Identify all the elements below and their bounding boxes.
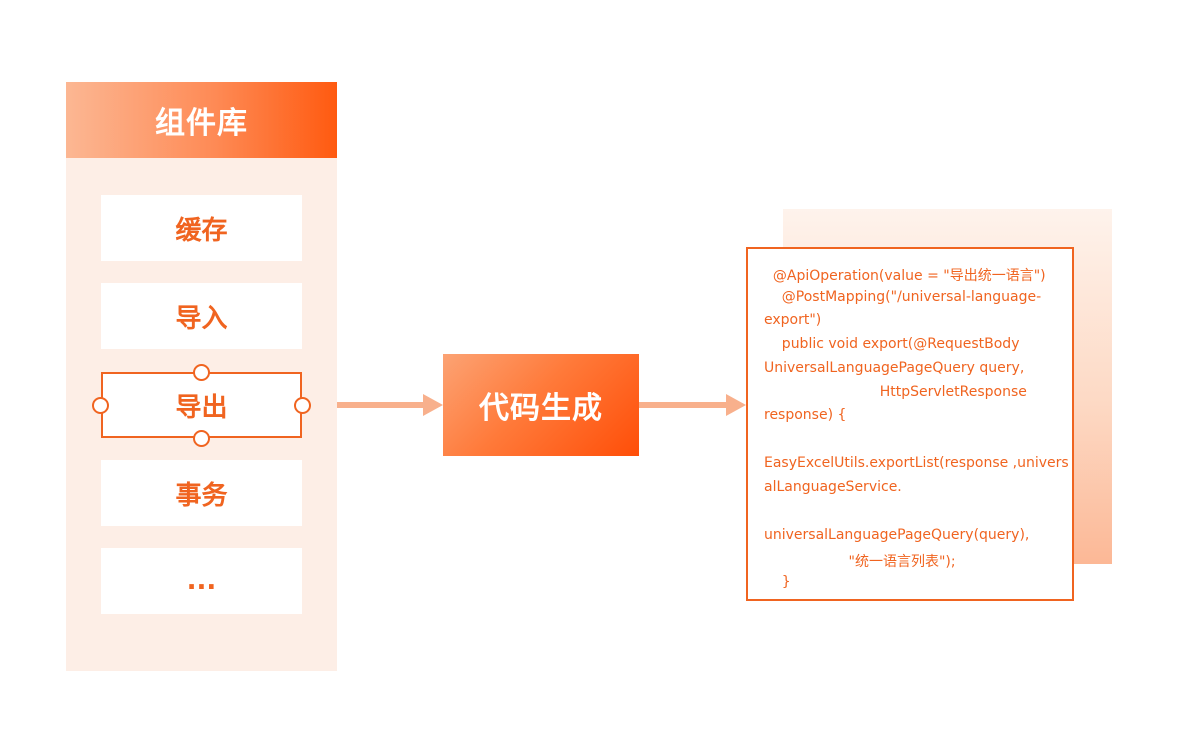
selection-handle-right[interactable] <box>294 397 311 414</box>
code-line: } <box>764 574 791 590</box>
code-line: @PostMapping("/universal-language- <box>764 289 1042 305</box>
code-line: @ApiOperation(value = "导出统一语言") <box>764 268 1046 284</box>
library-item-more[interactable]: ... <box>101 548 302 614</box>
code-generation-label: 代码生成 <box>479 391 603 426</box>
arrow-to-generator <box>337 394 443 416</box>
library-item-label: 导入 <box>175 303 228 334</box>
code-line: HttpServletResponse <box>764 384 1027 400</box>
library-item-import[interactable]: 导入 <box>101 283 302 349</box>
selection-handle-bottom[interactable] <box>193 430 210 447</box>
code-line: EasyExcelUtils.exportList(response ,univ… <box>764 455 1069 471</box>
library-item-label: 事务 <box>175 480 228 511</box>
selection-handle-left[interactable] <box>92 397 109 414</box>
code-line: UniversalLanguagePageQuery query, <box>764 360 1025 376</box>
generated-code-panel: @ApiOperation(value = "导出统一语言") @PostMap… <box>746 247 1074 601</box>
library-item-label: 导出 <box>175 392 228 423</box>
code-line: "统一语言列表"); <box>764 554 956 570</box>
arrow-to-code <box>639 394 746 416</box>
code-line: universalLanguagePageQuery(query), <box>764 527 1030 543</box>
code-line: response) { <box>764 407 847 423</box>
code-generation-box[interactable]: 代码生成 <box>443 354 639 456</box>
library-item-label: 缓存 <box>175 215 228 246</box>
library-item-transaction[interactable]: 事务 <box>101 460 302 526</box>
library-item-label: ... <box>186 566 217 596</box>
library-item-export-selected[interactable]: 导出 <box>101 372 302 438</box>
code-line: export") <box>764 312 822 328</box>
component-library-panel: 组件库 缓存 导入 导出 事务 ... <box>66 82 337 671</box>
component-library-title: 组件库 <box>66 82 337 158</box>
library-item-cache[interactable]: 缓存 <box>101 195 302 261</box>
code-line: public void export(@RequestBody <box>764 336 1020 352</box>
selection-handle-top[interactable] <box>193 364 210 381</box>
code-line: alLanguageService. <box>764 479 902 495</box>
